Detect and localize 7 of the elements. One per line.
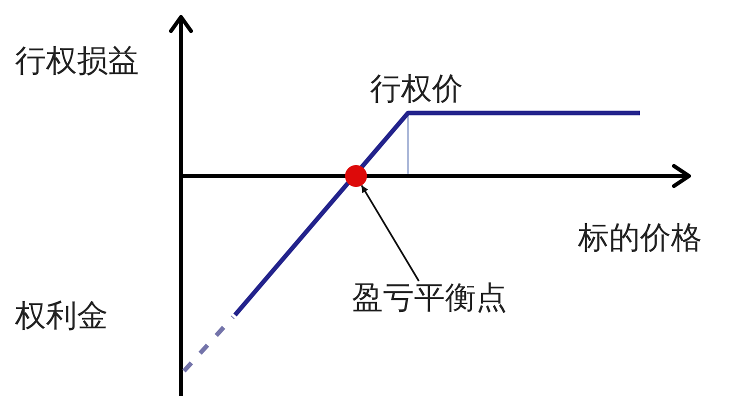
x-axis-title: 标的价格: [578, 221, 702, 257]
y-axis-title: 行权损益: [15, 44, 139, 80]
premium-label: 权利金: [15, 299, 108, 335]
leader-arrow: [360, 184, 420, 282]
breakeven-dot: [345, 165, 367, 187]
strike-price-label: 行权价: [370, 72, 463, 108]
callout-label: 盈亏平衡点: [352, 281, 507, 317]
